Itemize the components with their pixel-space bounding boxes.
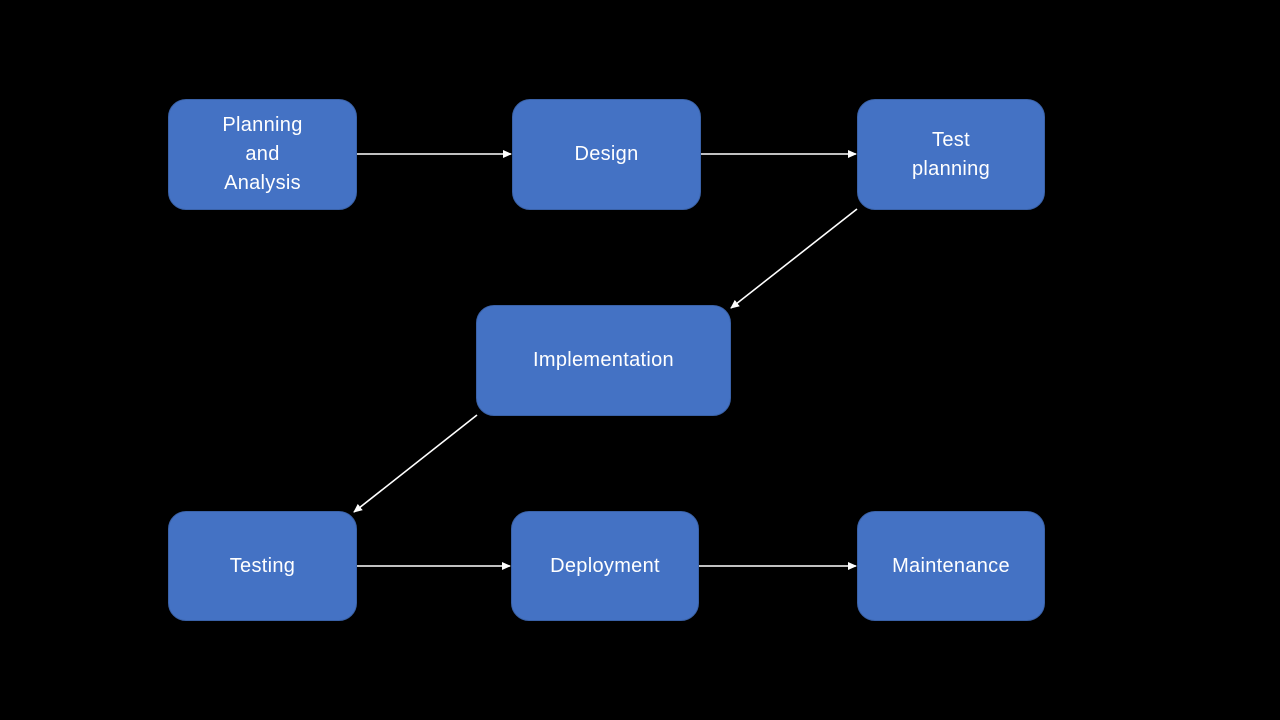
node-planning-and-analysis: Planning and Analysis (168, 99, 357, 210)
node-label-testing: Testing (229, 554, 296, 577)
node-label-design: Design (574, 143, 639, 165)
node-implementation: Implementation (476, 305, 731, 416)
node-label-deployment: Deployment (550, 554, 660, 577)
node-testing: Testing (168, 511, 357, 621)
node-deployment: Deployment (511, 511, 699, 621)
node-test-planning: Test planning (857, 99, 1045, 210)
node-label-test-planning: Test planning (911, 128, 991, 180)
node-maintenance: Maintenance (857, 511, 1045, 621)
arrow-implementation-to-testing (353, 414, 478, 513)
node-label-planning-and-analysis: Planning and Analysis (222, 114, 303, 194)
node-label-implementation: Implementation (533, 349, 674, 371)
arrow-test-planning-to-implementation (730, 208, 858, 309)
node-design: Design (512, 99, 701, 210)
node-label-maintenance: Maintenance (892, 554, 1010, 577)
